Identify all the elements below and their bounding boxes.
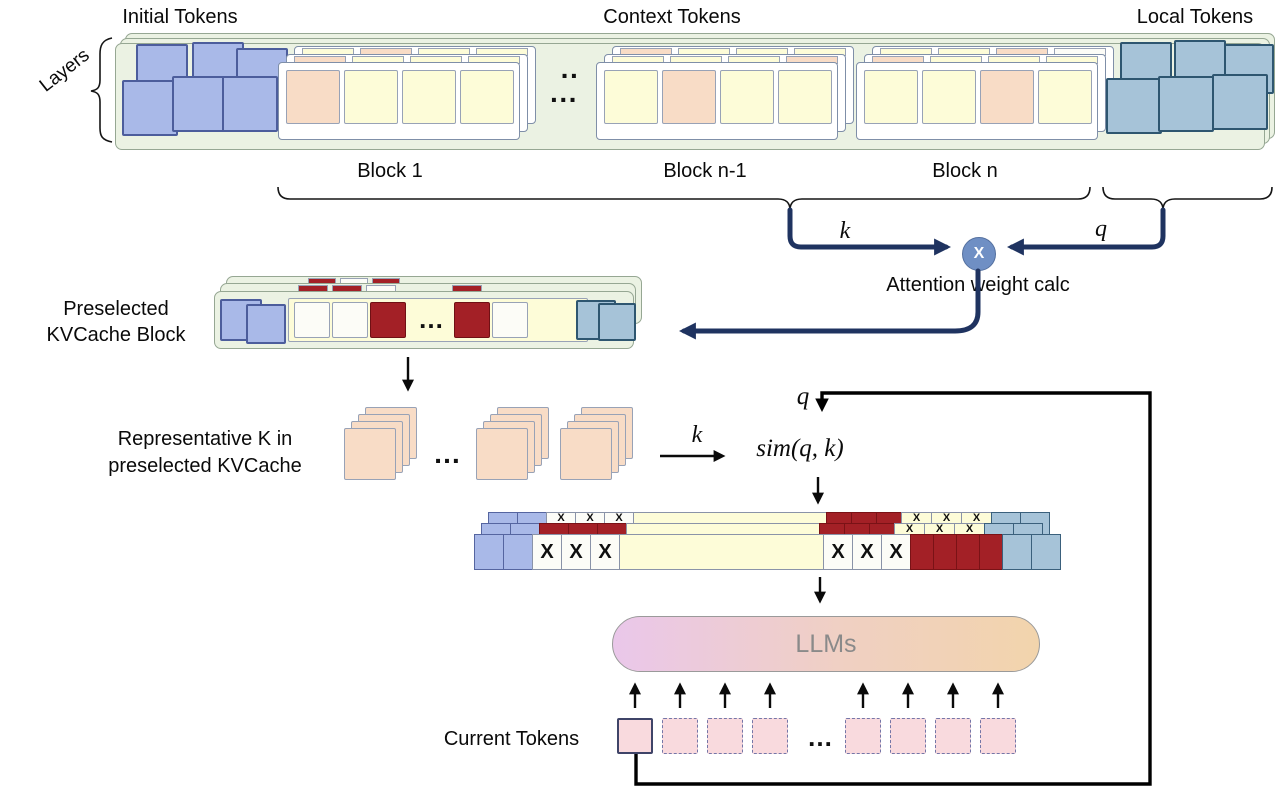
selection-cell xyxy=(619,534,824,570)
context-token xyxy=(604,70,658,124)
x-mark: X xyxy=(569,540,583,563)
context-token xyxy=(286,70,340,124)
preselected-token-selected xyxy=(370,302,406,338)
preselected-label: Preselected KVCache Block xyxy=(20,296,212,348)
rep-k-arrow-label: k xyxy=(691,422,703,448)
band-dots-lower: ··· xyxy=(550,84,578,115)
rep-k-token xyxy=(560,428,612,480)
local-token xyxy=(1158,76,1214,132)
k-label: k xyxy=(839,218,851,244)
context-token xyxy=(402,70,456,124)
local-token xyxy=(1106,78,1162,134)
local-brace xyxy=(1102,186,1273,211)
layers-label: Layers xyxy=(35,44,94,97)
preselected-label-line2: KVCache Block xyxy=(46,324,186,346)
representative-label-line2: preselected KVCache xyxy=(108,455,302,477)
block1-label: Block 1 xyxy=(357,160,423,182)
selection-cell xyxy=(1002,534,1032,570)
representative-label: Representative K in preselected KVCache xyxy=(85,426,325,480)
selection-cell-x: X xyxy=(852,534,882,570)
current-token-active xyxy=(617,718,653,754)
context-tokens-label: Context Tokens xyxy=(603,6,741,28)
selection-cell-x: X xyxy=(823,534,853,570)
current-token-future xyxy=(752,718,788,754)
x-mark: X xyxy=(860,540,874,563)
preselected-dots: … xyxy=(418,304,444,334)
local-token xyxy=(1212,74,1268,130)
current-tokens-label: Current Tokens xyxy=(443,728,580,750)
context-token xyxy=(778,70,832,124)
initial-token xyxy=(172,76,228,132)
context-token xyxy=(1038,70,1092,124)
selection-cell-x: X xyxy=(590,534,620,570)
x-mark: X xyxy=(831,540,845,563)
blockn-label: Block n xyxy=(932,160,998,182)
selection-cell xyxy=(910,534,934,570)
representative-label-line1: Representative K in xyxy=(117,428,293,450)
selection-cell xyxy=(474,534,504,570)
selection-cell-x: X xyxy=(532,534,562,570)
context-token xyxy=(864,70,918,124)
context-token xyxy=(922,70,976,124)
band-dots-upper: ·· xyxy=(560,60,580,91)
attention-caption: Attention weight calc xyxy=(886,274,1070,296)
current-token-future xyxy=(662,718,698,754)
preselected-token-selected xyxy=(454,302,490,338)
x-mark: X xyxy=(889,540,903,563)
current-token-future xyxy=(980,718,1016,754)
current-token-future xyxy=(845,718,881,754)
context-brace xyxy=(277,186,1091,211)
x-mark: X xyxy=(586,512,594,524)
selection-cell-x: X xyxy=(561,534,591,570)
x-mark: X xyxy=(557,512,565,524)
sim-label: sim(q, k) xyxy=(756,435,844,462)
rep-k-token xyxy=(344,428,396,480)
preselected-token-local xyxy=(598,303,636,341)
context-token xyxy=(980,70,1034,124)
selection-cell xyxy=(503,534,533,570)
context-token xyxy=(720,70,774,124)
selection-cell xyxy=(979,534,1003,570)
x-mark: X xyxy=(540,540,554,563)
x-mark: X xyxy=(598,540,612,563)
blockn1-label: Block n-1 xyxy=(663,160,747,182)
selection-cell xyxy=(933,534,957,570)
preselected-token-initial xyxy=(246,304,286,344)
rep-k-token xyxy=(476,428,528,480)
x-mark: X xyxy=(615,512,623,524)
selection-cell xyxy=(956,534,980,570)
preselected-token xyxy=(332,302,368,338)
current-token-future xyxy=(707,718,743,754)
initial-tokens-label: Initial Tokens xyxy=(122,6,238,28)
preselected-token xyxy=(492,302,528,338)
k-arrow xyxy=(787,207,952,256)
preselected-token xyxy=(294,302,330,338)
context-token xyxy=(662,70,716,124)
llm-pill: LLMs xyxy=(612,616,1040,672)
current-token-future xyxy=(935,718,971,754)
selection-row-front: X X X X X X xyxy=(474,534,1061,570)
selection-cell-x: X xyxy=(881,534,911,570)
current-dots: … xyxy=(807,722,833,752)
initial-token xyxy=(122,80,178,136)
context-token xyxy=(344,70,398,124)
selection-cell xyxy=(1031,534,1061,570)
current-token-future xyxy=(890,718,926,754)
sim-q-label: q xyxy=(796,383,810,410)
local-tokens-label: Local Tokens xyxy=(1136,6,1254,28)
attention-multiply-node: X xyxy=(962,237,996,271)
q-label: q xyxy=(1095,216,1107,242)
rep-k-dots: … xyxy=(433,438,461,469)
context-token xyxy=(460,70,514,124)
preselected-label-line1: Preselected xyxy=(63,298,169,320)
initial-token xyxy=(222,76,278,132)
